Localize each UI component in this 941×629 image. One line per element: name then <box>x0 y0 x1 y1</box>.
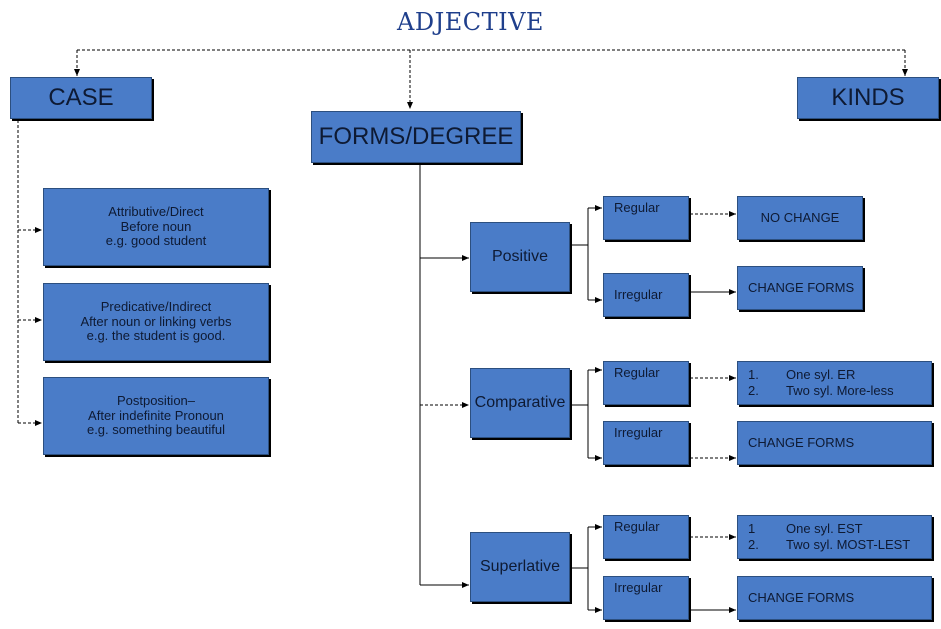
case-postposition-node: Postposition– After indefinite Pronoun e… <box>43 377 269 455</box>
positive-node: Positive <box>470 222 570 292</box>
superlative-regular-result-node: 1 One syl. EST 2. Two syl. MOST-LEST <box>737 515 932 559</box>
superlative-regular-node: Regular <box>603 515 689 559</box>
list-item-text: One syl. EST <box>786 520 863 536</box>
list-item: 2. Two syl. More-less <box>748 382 894 399</box>
case-node: CASE <box>10 77 152 119</box>
list-item: 1. One syl. ER <box>748 366 894 383</box>
superlative-irregular-result-node: CHANGE FORMS <box>737 576 932 620</box>
list-item-text: One syl. ER <box>786 366 856 382</box>
list-item: 1 One syl. EST <box>748 520 910 537</box>
list-item-number: 1. <box>748 366 759 382</box>
list-item: 2. Two syl. MOST-LEST <box>748 536 911 553</box>
comparative-irregular-node: Irregular <box>603 421 689 465</box>
list-item-number: 1 <box>748 520 756 536</box>
positive-regular-node: Regular <box>603 196 689 240</box>
list-item-text: Two syl. MOST-LEST <box>786 536 911 552</box>
comparative-regular-result-node: 1. One syl. ER 2. Two syl. More-less <box>737 361 932 405</box>
list-item-text: Two syl. More-less <box>786 382 894 398</box>
comparative-regular-node: Regular <box>603 361 689 405</box>
case-attributive-node: Attributive/Direct Before noun e.g. good… <box>43 188 269 266</box>
list-item-number: 2. <box>748 382 759 398</box>
positive-irregular-node: Irregular <box>603 273 689 317</box>
kinds-node: KINDS <box>797 77 939 119</box>
positive-regular-result-node: NO CHANGE <box>737 196 863 240</box>
superlative-irregular-node: Irregular <box>603 576 689 620</box>
comparative-irregular-result-node: CHANGE FORMS <box>737 421 932 465</box>
positive-irregular-result-node: CHANGE FORMS <box>737 266 863 310</box>
forms-degree-node: FORMS/DEGREE <box>311 111 521 163</box>
diagram-title: ADJECTIVE <box>397 8 544 36</box>
list-item-number: 2. <box>748 536 759 552</box>
superlative-node: Superlative <box>470 532 570 602</box>
case-predicative-node: Predicative/Indirect After noun or linki… <box>43 283 269 361</box>
comparative-node: Comparative <box>470 368 570 438</box>
